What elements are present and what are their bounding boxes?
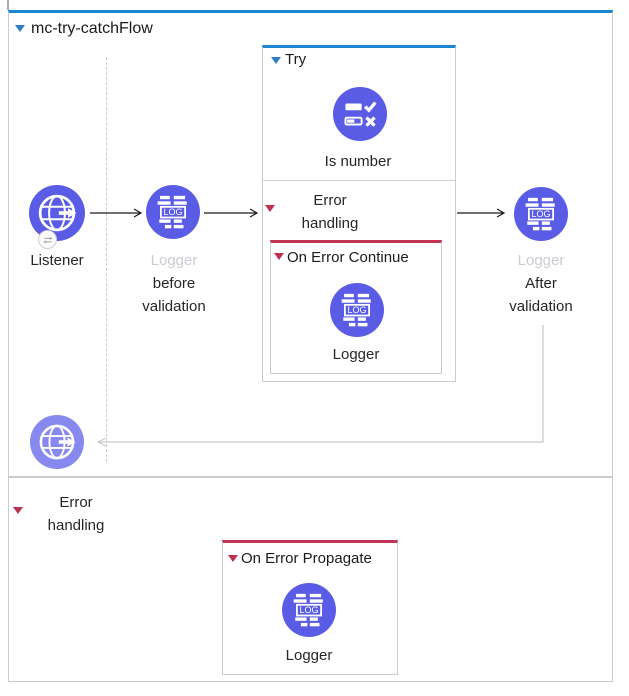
- on-error-propagate-title: On Error Propagate: [241, 550, 372, 567]
- error-handling-collapse-arrow-icon[interactable]: [13, 507, 23, 514]
- try-title: Try: [285, 51, 307, 68]
- on-error-propagate-collapse-arrow-icon[interactable]: [228, 555, 238, 562]
- try-error-handling-label: Error handling: [302, 189, 359, 235]
- listener-response-node[interactable]: [30, 415, 84, 469]
- try-error-handling-label-line1: Error: [313, 192, 347, 209]
- logger-name: Logger: [150, 252, 198, 269]
- logger-before-validation-label: Logger before validation: [142, 249, 205, 318]
- globe-icon: [38, 194, 77, 232]
- flow-source-boundary-line: [106, 57, 107, 462]
- logger-doc-line1: After: [525, 275, 557, 292]
- logger-icon: LOG: [525, 197, 555, 231]
- logger-name: Logger: [517, 252, 565, 269]
- is-number-label: Is number: [324, 153, 392, 170]
- exchange-arrows-icon: [42, 236, 53, 243]
- logger-icon: LOG: [341, 293, 371, 327]
- logger-after-validation-label: Logger After validation: [509, 249, 572, 318]
- is-number-validation-node[interactable]: [333, 87, 387, 141]
- listener-label: Listener: [30, 252, 84, 269]
- logger-doc-line1: before: [152, 275, 196, 292]
- svg-text:LOG: LOG: [347, 305, 366, 315]
- svg-text:LOG: LOG: [163, 207, 182, 217]
- http-listener-node[interactable]: [29, 185, 85, 241]
- canvas-edge-tick: [7, 0, 9, 10]
- flow-title: mc-try-catchFlow: [31, 20, 153, 37]
- error-handling-label-line2: handling: [47, 517, 105, 534]
- error-handling-label: Error handling: [48, 491, 105, 537]
- try-error-handling-collapse-arrow-icon[interactable]: [265, 205, 275, 212]
- logger-icon: LOG: [157, 195, 187, 229]
- logger-before-validation-node[interactable]: LOG: [146, 185, 200, 239]
- logger-icon: LOG: [293, 593, 323, 627]
- on-error-continue-logger-node[interactable]: LOG: [330, 283, 384, 337]
- on-error-continue-collapse-arrow-icon[interactable]: [274, 253, 284, 260]
- try-error-handling-label-line2: handling: [301, 215, 359, 232]
- globe-icon: [39, 424, 76, 460]
- on-error-continue-title: On Error Continue: [287, 249, 409, 266]
- try-collapse-arrow-icon[interactable]: [271, 57, 281, 64]
- logger-doc-line2: validation: [509, 298, 573, 315]
- listener-response-badge: [38, 230, 57, 249]
- logger-after-validation-node[interactable]: LOG: [514, 187, 568, 241]
- logger-doc-line2: validation: [142, 298, 206, 315]
- on-error-continue-logger-label: Logger: [332, 346, 380, 363]
- validation-icon: [344, 101, 377, 127]
- svg-text:LOG: LOG: [299, 605, 318, 615]
- svg-text:LOG: LOG: [531, 209, 550, 219]
- on-error-propagate-logger-node[interactable]: LOG: [282, 583, 336, 637]
- try-error-handling-separator: [263, 180, 455, 181]
- flow-collapse-arrow-icon[interactable]: [15, 25, 25, 32]
- on-error-propagate-logger-label: Logger: [285, 647, 333, 664]
- error-handling-label-line1: Error: [59, 494, 93, 511]
